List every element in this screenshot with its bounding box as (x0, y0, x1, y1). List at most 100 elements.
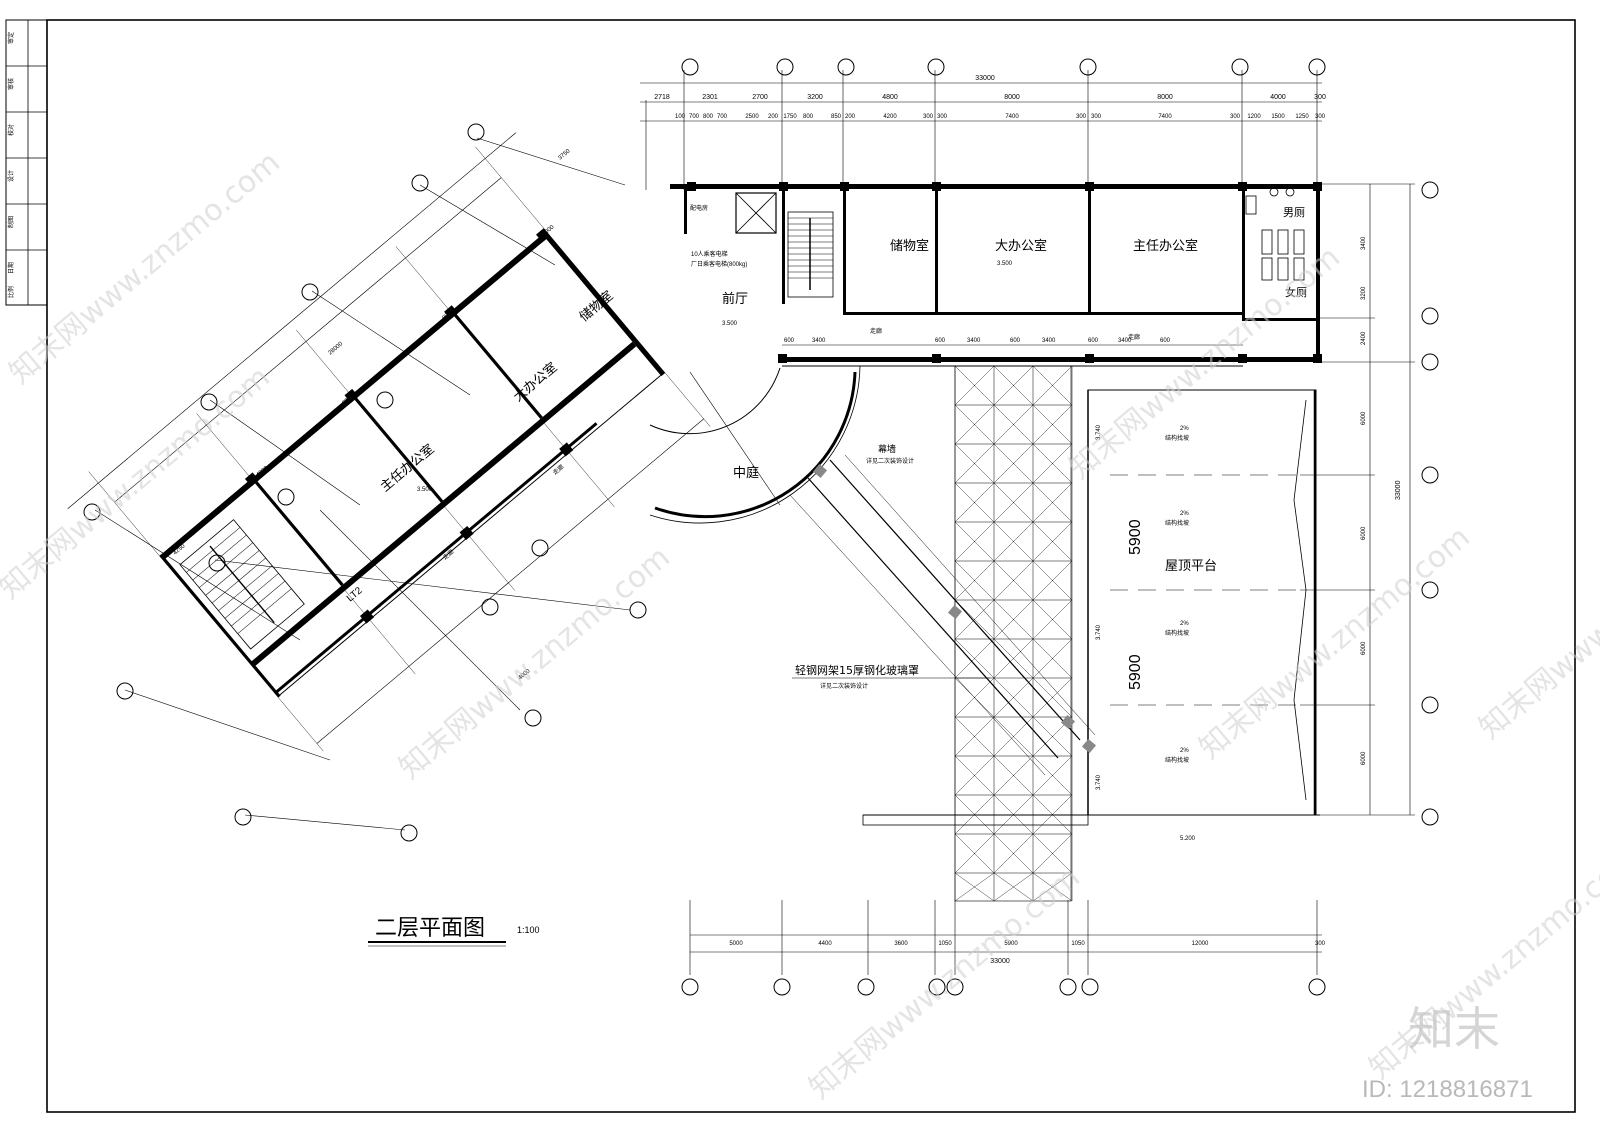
dim-diag-outer-end: 3750 (557, 148, 572, 162)
canopy-line (993, 521, 1034, 562)
dim-text: 300 (1315, 941, 1326, 947)
canopy-line (1032, 599, 1073, 640)
dim-text: 3400 (1118, 338, 1132, 344)
stair-treads (788, 217, 833, 279)
dim-text: 300 (1315, 114, 1326, 120)
dim-text: 700 (717, 114, 728, 120)
room-storage: 储物室 (890, 238, 929, 254)
dim-text: 300 (1314, 94, 1326, 101)
canopy-line (954, 599, 995, 640)
glass-canopy-grid (954, 365, 1072, 902)
dim-text: 600 (784, 338, 795, 344)
dim-text: 6000 (1361, 526, 1367, 540)
watermark-text: 知末网www.znzmo.com (393, 540, 677, 786)
slope-4: 2% (1180, 748, 1189, 754)
diag-room-corridor-2: 走廊 (551, 463, 565, 477)
canopy-line (954, 755, 995, 796)
dim-text: 2700 (752, 94, 768, 101)
canopy-line (1032, 521, 1073, 562)
slope-note-2: 结构找坡 (1165, 519, 1189, 527)
slope-3: 2% (1180, 621, 1189, 627)
canopy-line (954, 638, 995, 679)
title-block-row: 校对 (7, 124, 15, 136)
dim-text: 700 (689, 114, 700, 120)
dim-text: 2301 (702, 94, 718, 101)
dim-text: 12000 (1192, 941, 1209, 947)
top-dim-row1: 2718 2301 2700 3200 4800 8000 8000 4000 … (654, 94, 1326, 101)
elevator-note-2: 厂日乘客电梯(800kg) (691, 260, 747, 268)
watermark-text: 知末网www.znzmo.com (1193, 520, 1477, 766)
title-block-row: 审定 (7, 32, 15, 44)
dim-text: 5900 (1004, 941, 1018, 947)
canopy-line (1032, 443, 1073, 484)
canopy-line (993, 482, 1034, 523)
room-lobby: 前厅 (722, 291, 748, 307)
diagonal-stair-treads (186, 527, 292, 634)
dim-text: 600 (1010, 338, 1021, 344)
room-big-office: 大办公室 (995, 238, 1047, 254)
title-block-row: 审核 (7, 78, 15, 90)
canopy-line (993, 365, 1034, 406)
dim-text: 3600 (894, 941, 908, 947)
slope-2: 2% (1180, 511, 1189, 517)
dim-text: 300 (1076, 114, 1087, 120)
dim-text: 3400 (967, 338, 981, 344)
room-roof-terrace: 屋顶平台 (1165, 559, 1217, 574)
dim-text: 1750 (783, 114, 797, 120)
dim-text: 3200 (807, 94, 823, 101)
sheet-border (46, 19, 1576, 1113)
canopy-line (993, 404, 1034, 445)
level-side-3: 3.740 (1096, 774, 1102, 790)
canopy-line (954, 482, 995, 523)
dim-text: 4200 (883, 114, 897, 120)
dim-text: 8000 (1157, 94, 1173, 101)
courtyard-arcs (649, 365, 861, 524)
elevator-note-1: 10人乘客电梯 (691, 250, 728, 258)
dim-text: 1050 (1071, 941, 1085, 947)
level-office: 3.500 (997, 261, 1013, 267)
dim-5900-upper: 5900 (1127, 519, 1144, 555)
dim-text: 300 (1230, 114, 1241, 120)
slope-note-4: 结构找坡 (1165, 756, 1189, 764)
dim-text: 3400 (1042, 338, 1056, 344)
dim-text: 5000 (729, 941, 743, 947)
dim-text: 2400 (1361, 331, 1367, 345)
dim-bottom-total: 33000 (990, 958, 1010, 965)
level-side-1: 3.740 (1096, 424, 1102, 440)
watermarks: 知末网www.znzmo.com 知末网www.znzmo.com 知末网www… (0, 145, 1600, 1106)
title-block-row: 制图 (7, 216, 15, 228)
dim-text: 3400 (1361, 236, 1367, 250)
top-dim-row2: 100 700 800 700 2500 200 1750 800 850 20… (675, 114, 1326, 120)
canopy-line (1032, 833, 1073, 874)
dim-5900-lower: 5900 (1127, 654, 1144, 690)
watermark-text: 知末网www.znzmo.com (3, 145, 287, 391)
diagonal-axis-lines (94, 137, 631, 831)
dim-text: 1050 (938, 941, 952, 947)
dim-text: 3400 (812, 338, 826, 344)
dim-text: 4400 (818, 941, 832, 947)
curtain-wall-note: 详见二次装饰设计 (866, 457, 914, 465)
room-director-office: 主任办公室 (1133, 238, 1198, 254)
canopy-line (993, 443, 1034, 484)
drawing-title: 二层平面图 (375, 916, 485, 941)
canopy-line (1032, 482, 1073, 523)
watermark-text: 知末网www.znzmo.com (1063, 240, 1347, 486)
top-axis-bubbles (681, 58, 1326, 76)
dim-diag-outer-total: 28000 (327, 341, 344, 357)
curtain-wall-label: 幕墙 (878, 443, 896, 454)
canopy-line (954, 521, 995, 562)
slope-1: 2% (1180, 426, 1189, 432)
roof-terrace (862, 389, 1320, 826)
dim-text: 3200 (1361, 286, 1367, 300)
dim-text: 1200 (1247, 114, 1261, 120)
drawing-scale: 1:100 (517, 925, 540, 935)
title-block-row: 日期 (7, 262, 15, 274)
dim-text: 300 (937, 114, 948, 120)
watermark-text: 知末网www.znzmo.com (803, 860, 1087, 1106)
dim-text: 100 (675, 114, 686, 120)
canopy-line (993, 872, 1034, 902)
dim-text: 1500 (1271, 114, 1285, 120)
canopy-line (1032, 560, 1073, 601)
dim-text: 300 (923, 114, 934, 120)
canopy-line (1032, 872, 1073, 902)
